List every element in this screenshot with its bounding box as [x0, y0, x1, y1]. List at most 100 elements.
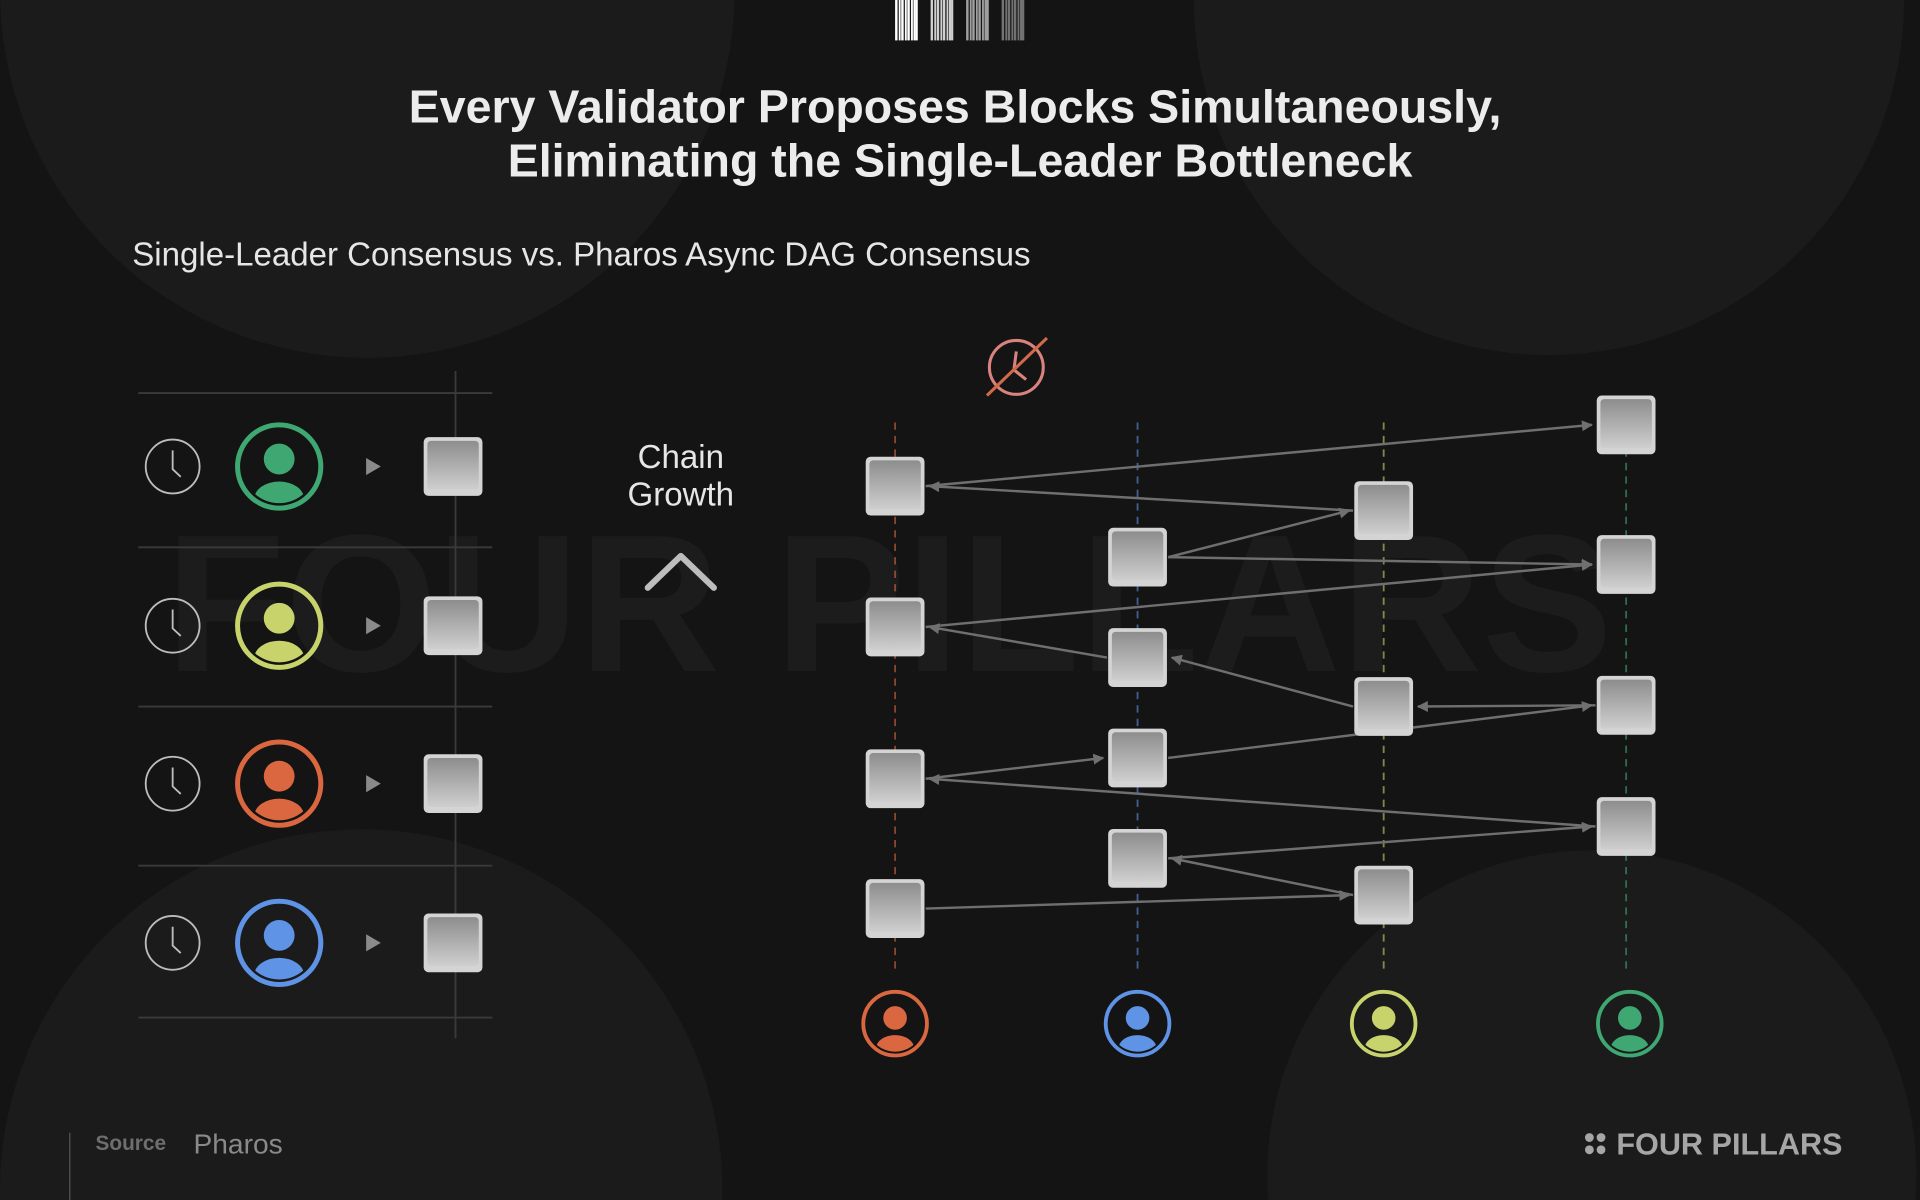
- barcode-bar: [901, 0, 904, 41]
- dag-edge: [928, 773, 1596, 828]
- leader-row-blue: [144, 898, 483, 987]
- dag-edge: [925, 753, 1105, 780]
- clock-icon: [144, 597, 201, 654]
- leader-row-green: [144, 422, 483, 511]
- validator-avatar-orange: [861, 989, 929, 1058]
- up-arrow-icon: [644, 552, 717, 964]
- leader-row-yellow: [144, 581, 483, 670]
- validator-avatar-orange: [235, 739, 324, 828]
- barcode-bar: [942, 0, 946, 41]
- barcode-bar: [915, 0, 918, 41]
- barcode-bar: [913, 0, 916, 41]
- dag-block: [865, 879, 925, 938]
- validator-avatar-green: [1596, 989, 1664, 1058]
- dag-block: [1596, 675, 1656, 735]
- leader-row-orange: [144, 739, 483, 828]
- dag-block: [865, 456, 925, 516]
- barcode-bar: [1011, 0, 1014, 41]
- dag-edge: [925, 889, 1351, 910]
- barcode-bar: [1022, 0, 1025, 41]
- barcode-bar: [969, 0, 972, 41]
- dag-block: [1596, 395, 1656, 455]
- barcode-bar: [898, 0, 901, 41]
- barcode-bar: [978, 0, 981, 41]
- dag-block: [1596, 535, 1656, 594]
- dag-block: [865, 749, 925, 809]
- barcode-bar: [984, 0, 987, 41]
- dag-block: [1354, 481, 1414, 540]
- play-icon: [366, 934, 381, 952]
- barcode-bar: [1007, 0, 1011, 41]
- clock-icon: [144, 438, 201, 495]
- source-value: Pharos: [193, 1128, 282, 1159]
- bg-circle-bottom-left: [0, 829, 723, 1200]
- validator-avatar-yellow: [1349, 989, 1418, 1058]
- chain-growth: Chain Growth: [628, 439, 735, 964]
- barcode-bar: [1001, 0, 1005, 41]
- barcode-bar: [951, 0, 954, 41]
- dag-edge: [1416, 700, 1596, 712]
- dag-edge: [1170, 854, 1354, 897]
- barcode-bar: [986, 0, 989, 41]
- barcode-bar: [946, 0, 949, 41]
- dag-edge: [1168, 555, 1593, 570]
- chain-growth-line1: Chain: [638, 439, 724, 476]
- barcode-bar: [895, 0, 898, 41]
- dag-block: [1108, 728, 1167, 788]
- play-icon: [366, 775, 381, 793]
- dag-edge: [1168, 821, 1593, 860]
- dag-block: [1596, 797, 1656, 856]
- barcode-bar: [940, 0, 943, 41]
- validator-avatar-yellow: [235, 581, 324, 670]
- play-icon: [366, 617, 381, 635]
- dag-edge: [925, 420, 1593, 488]
- dag-block: [1108, 828, 1167, 888]
- barcode-bar: [975, 0, 978, 41]
- bg-circle-top-left: [0, 0, 735, 358]
- block-icon: [423, 437, 483, 496]
- single-leader-panel: [138, 371, 493, 1039]
- block-icon: [423, 596, 483, 656]
- four-pillars-logo-text: FOUR PILLARS: [1616, 1128, 1842, 1162]
- block-icon: [423, 913, 483, 973]
- source-label: Source: [96, 1132, 167, 1155]
- barcode-bar: [1020, 0, 1023, 41]
- dag-block: [1108, 628, 1167, 687]
- dag-edge: [928, 623, 1108, 659]
- title-line-2: Eliminating the Single-Leader Bottleneck: [508, 134, 1413, 186]
- subtitle: Single-Leader Consensus vs. Pharos Async…: [132, 237, 1030, 274]
- bg-circle-bottom-right: [1267, 850, 1917, 1200]
- block-icon: [423, 754, 483, 814]
- clock-icon: [144, 915, 201, 971]
- barcode-bar: [1005, 0, 1008, 41]
- barcode-bar: [930, 0, 934, 41]
- barcode-bar: [904, 0, 907, 41]
- barcode-bar: [966, 0, 969, 41]
- barcode-bar: [934, 0, 937, 41]
- barcode-decoration: [895, 0, 1025, 41]
- four-pillars-logo-icon: [1584, 1133, 1606, 1155]
- dag-edge: [1167, 507, 1351, 559]
- barcode-bar: [1017, 0, 1020, 41]
- dag-diagram: [861, 336, 1664, 1058]
- dag-edge: [928, 481, 1354, 512]
- dag-block: [1354, 677, 1414, 736]
- dag-block: [1354, 865, 1414, 925]
- dag-edge: [1170, 654, 1354, 708]
- barcode-bar: [982, 0, 984, 41]
- clock-icon: [144, 755, 201, 812]
- no-clock-icon: [985, 336, 1048, 397]
- validator-avatar-blue: [1103, 989, 1172, 1058]
- barcode-bar: [911, 0, 913, 41]
- barcode-bar: [936, 0, 940, 41]
- play-icon: [366, 457, 381, 476]
- dag-edge: [925, 559, 1593, 629]
- footer: Source Pharos FOUR PILLARS: [69, 1128, 1842, 1200]
- chain-growth-line2: Growth: [628, 477, 735, 514]
- title-line-1: Every Validator Proposes Blocks Simultan…: [409, 80, 1502, 132]
- barcode-bar: [948, 0, 952, 41]
- bg-circle-top-right: [1193, 0, 1905, 356]
- barcode-bar: [972, 0, 975, 41]
